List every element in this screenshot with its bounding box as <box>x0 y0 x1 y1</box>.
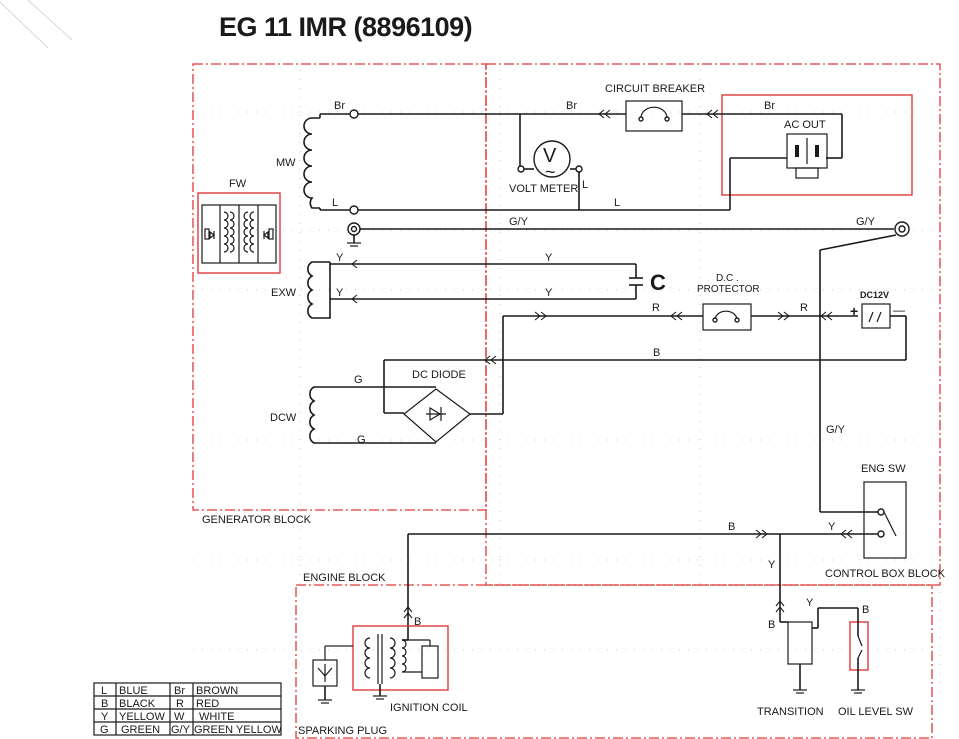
wire-label-y-7: Y <box>806 597 814 609</box>
fw-label: FW <box>229 178 247 190</box>
wire-label-r-1: R <box>652 302 660 314</box>
circuit-breaker-label: CIRCUIT BREAKER <box>605 83 705 95</box>
legend-code2: R <box>176 698 184 710</box>
wire-label-l-3: L <box>614 197 620 209</box>
generator-block-label: GENERATOR BLOCK <box>202 514 312 526</box>
transition-label: TRANSITION <box>757 706 824 718</box>
legend-code2: Br <box>174 685 185 697</box>
exw-coil <box>307 261 331 319</box>
mw-terminal-l <box>349 205 359 215</box>
wire-label-g-1: G <box>354 374 363 386</box>
dc12v-plus: + <box>850 303 858 319</box>
legend-code2: G/Y <box>171 724 191 736</box>
legend-code2: W <box>174 711 185 723</box>
legend-code: Y <box>101 711 109 723</box>
wire-label-y-6: Y <box>768 559 776 571</box>
legend-color: YELLOW <box>119 711 165 723</box>
volt-meter-tilde: ~ <box>545 162 556 182</box>
eng-sw <box>863 481 907 559</box>
wire-label-b-1: B <box>653 347 660 359</box>
dc12v-minus: — <box>893 303 905 317</box>
oil-level-sw-red-box <box>849 621 869 671</box>
wire-label-y-1: Y <box>336 252 344 264</box>
legend-code: B <box>101 698 108 710</box>
capacitor-label: C <box>650 270 666 295</box>
legend-color: GREEN <box>121 724 160 736</box>
dc-protector <box>702 303 752 331</box>
ignition-coil-red-box <box>352 625 449 691</box>
legend-color2: WHITE <box>199 711 234 723</box>
ignition-coil-secondary <box>389 637 396 679</box>
mw-label: MW <box>276 157 296 169</box>
dc-protector-label-1: D.C . <box>716 273 739 284</box>
legend-color: BLUE <box>119 685 148 697</box>
dc-diode-bridge <box>403 388 471 443</box>
control-box-block-outline <box>485 63 941 586</box>
dc-diode-label: DC DIODE <box>412 369 466 381</box>
wire-label-g-2: G <box>357 434 366 446</box>
dcw-label: DCW <box>270 412 297 424</box>
wire-color-legend: L BLUE Br BROWN B BLACK R RED Y YELLOW W… <box>93 682 282 736</box>
wire-label-y-5: Y <box>828 521 836 533</box>
wire-label-r-2: R <box>800 302 808 314</box>
exw-label: EXW <box>271 287 297 299</box>
legend-color2: BROWN <box>196 685 238 697</box>
wire-label-y-3: Y <box>545 252 553 264</box>
ac-out-label: AC OUT <box>784 119 826 131</box>
wire-label-l-2: L <box>582 179 588 191</box>
wire-label-gy-1: G/Y <box>509 216 529 228</box>
mw-terminal-br <box>349 109 359 119</box>
dcw-coil <box>309 386 330 444</box>
dc-protector-label-2: PROTECTOR <box>697 284 760 295</box>
oil-level-sw-label: OIL LEVEL SW <box>838 706 914 718</box>
wire-label-y-4: Y <box>545 287 553 299</box>
wire-label-b-3: B <box>414 616 421 628</box>
wire-label-b-4: B <box>768 619 775 631</box>
wire-label-br-3: Br <box>764 100 775 112</box>
ignition-coil-primary <box>364 637 371 679</box>
sparking-plug-label: SPARKING PLUG <box>298 725 387 737</box>
circuit-breaker <box>625 100 683 132</box>
control-box-block-label: CONTROL BOX BLOCK <box>825 568 946 580</box>
transition-unit <box>787 621 813 665</box>
dc12v-label: DC12V <box>860 290 889 300</box>
fw-red-box <box>197 192 281 274</box>
legend-code: L <box>101 685 107 697</box>
diagram-title: EG 11 IMR (8896109) <box>219 12 472 42</box>
wire-label-gy-3: G/Y <box>826 424 846 436</box>
legend-code: G <box>100 724 109 736</box>
eng-sw-label: ENG SW <box>861 463 906 475</box>
wire-label-y-2: Y <box>336 287 344 299</box>
wire-label-b-2: B <box>728 521 735 533</box>
legend-color2: GREEN YELLOW <box>194 724 282 736</box>
wire-label-gy-2: G/Y <box>856 216 876 228</box>
wire-label-br-1: Br <box>334 100 345 112</box>
mw-coil <box>303 117 320 209</box>
engine-block-label: ENGINE BLOCK <box>303 572 386 584</box>
legend-color2: RED <box>196 698 219 710</box>
wire-label-l-1: L <box>332 197 338 209</box>
dc12v-socket <box>861 303 891 329</box>
volt-meter <box>533 140 571 178</box>
legend-color: BLACK <box>119 698 156 710</box>
volt-meter-symbol: V <box>543 145 557 167</box>
wire-label-br-2: Br <box>566 100 577 112</box>
wire-label-b-5: B <box>862 604 869 616</box>
volt-meter-label: VOLT METER <box>509 183 578 195</box>
fw-winding <box>201 204 277 264</box>
ac-out-red-box <box>721 94 913 196</box>
ignition-coil-label: IGNITION COIL <box>390 702 468 714</box>
engine-block-outline <box>295 584 933 739</box>
